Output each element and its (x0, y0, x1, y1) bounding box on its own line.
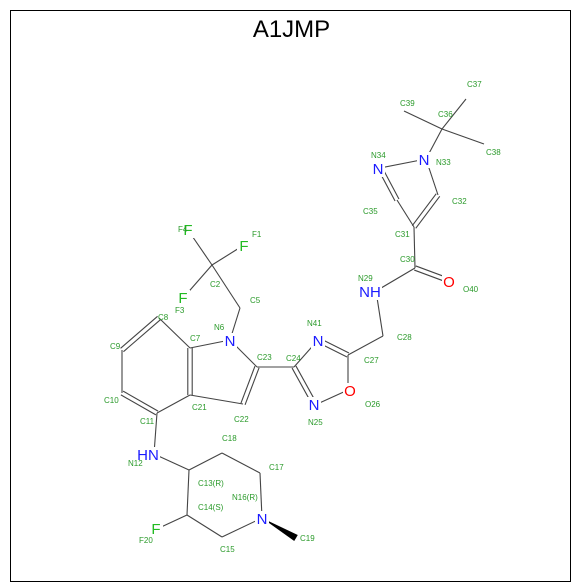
atom-id-c22: C22 (234, 415, 249, 424)
atom-id-labels: C37C39C36N34N33C38C35C32C31F4F1C2C30N29O… (104, 80, 501, 554)
atom-label-n29: NH (359, 284, 381, 301)
bond-C36-C39 (403, 110, 443, 130)
atom-id-c9: C9 (110, 342, 121, 351)
bond-C8-C9 (123, 319, 161, 353)
atom-id-c39: C39 (400, 99, 415, 108)
atom-id-n29: N29 (358, 274, 373, 283)
atom-id-c21: C21 (192, 403, 207, 412)
atom-id-n16r: N16(R) (232, 493, 258, 502)
atom-label-n25: N (309, 397, 320, 414)
atom-id-o40: O40 (463, 285, 479, 294)
atom-id-c17: C17 (269, 463, 284, 472)
atom-id-c14s: C14(S) (198, 503, 224, 512)
bond-C36-C38 (441, 128, 485, 145)
atom-id-f4: F4 (178, 225, 188, 234)
atom-id-n41: N41 (307, 319, 322, 328)
structure-frame (10, 10, 571, 582)
bond-C7-C8 (158, 317, 191, 349)
atom-id-c23: C23 (257, 353, 272, 362)
atom-id-f20: F20 (139, 536, 153, 545)
atom-id-c8: C8 (158, 313, 169, 322)
atom-id-n33: N33 (436, 158, 451, 167)
atom-label-f1: F (239, 238, 248, 255)
atom-id-n6: N6 (214, 323, 225, 332)
bond-C15-C14 (186, 514, 223, 538)
bond-C14-F20 (158, 514, 188, 529)
bond-C14-C13 (186, 469, 190, 516)
bond-C30-N29 (375, 267, 416, 292)
atom-id-o26: O26 (365, 400, 381, 409)
bond-C31-C30 (413, 226, 416, 269)
bond-C10-C11 (120, 394, 157, 416)
bond-C35-C31 (396, 199, 415, 228)
atom-id-c7: C7 (190, 334, 201, 343)
bond-C18-C17 (221, 452, 261, 474)
atom-id-c38: C38 (486, 148, 501, 157)
bond-C11-C21 (156, 394, 191, 414)
bond-C22-C21 (189, 394, 244, 405)
bond-C28-C27 (347, 335, 384, 356)
molecule-title: A1JMP (252, 16, 331, 43)
atom-label-n12: HN (137, 447, 159, 464)
atom-id-c30: C30 (400, 255, 415, 264)
atom-label-f4: F (183, 222, 192, 239)
atom-label-o26: O (344, 383, 356, 400)
bond-C23-C22 (240, 366, 256, 404)
bond-C5-C2 (211, 264, 241, 309)
atom-id-c15: C15 (220, 545, 235, 554)
bond-C23-C22 (244, 367, 260, 405)
atom-id-c11: C11 (140, 417, 155, 426)
bond-C36-C37 (441, 98, 467, 130)
atom-id-c19: C19 (300, 534, 315, 543)
atom-label-o40: O (443, 274, 455, 291)
atom-id-c36: C36 (438, 110, 453, 119)
bond-C10-C11 (122, 390, 159, 412)
atom-id-c37: C37 (467, 80, 482, 89)
atom-id-f3: F3 (175, 306, 185, 315)
bond-C8-C9 (120, 315, 158, 349)
atom-label-f20: F (151, 521, 160, 538)
atom-id-c32: C32 (452, 197, 467, 206)
atom-label-n6: N (225, 333, 236, 350)
atom-id-c13r: C13(R) (198, 479, 224, 488)
atom-label-n33: N (419, 152, 430, 169)
bond-C13-C18 (188, 452, 223, 471)
bond-C17-N16 (259, 472, 263, 519)
atom-label-n16: N (257, 511, 268, 528)
atom-id-c10: C10 (104, 396, 119, 405)
atom-label-f3: F (178, 290, 187, 307)
atom-label-n34: N (373, 161, 384, 178)
bond-C31-C32 (415, 195, 441, 229)
atom-id-c27: C27 (364, 356, 379, 365)
atom-id-c35: C35 (363, 207, 378, 216)
atom-id-n34: N34 (371, 151, 386, 160)
atom-id-c18: C18 (222, 434, 237, 443)
atom-id-c24: C24 (286, 354, 301, 363)
atom-id-f1: F1 (252, 230, 262, 239)
atom-label-n41: N (313, 333, 324, 350)
atom-id-c2: C2 (210, 280, 221, 289)
wedge-bond-N16-C19 (262, 518, 298, 542)
atom-labels: N N F F F NH O N N O N HN N F (136, 152, 456, 538)
atom-id-c31: C31 (395, 230, 410, 239)
atom-id-c5: C5 (250, 296, 261, 305)
atom-id-n12: N12 (128, 459, 143, 468)
atom-id-n25: N25 (308, 418, 323, 427)
bond-C31-C32 (411, 193, 437, 227)
atom-id-c28: C28 (397, 333, 412, 342)
